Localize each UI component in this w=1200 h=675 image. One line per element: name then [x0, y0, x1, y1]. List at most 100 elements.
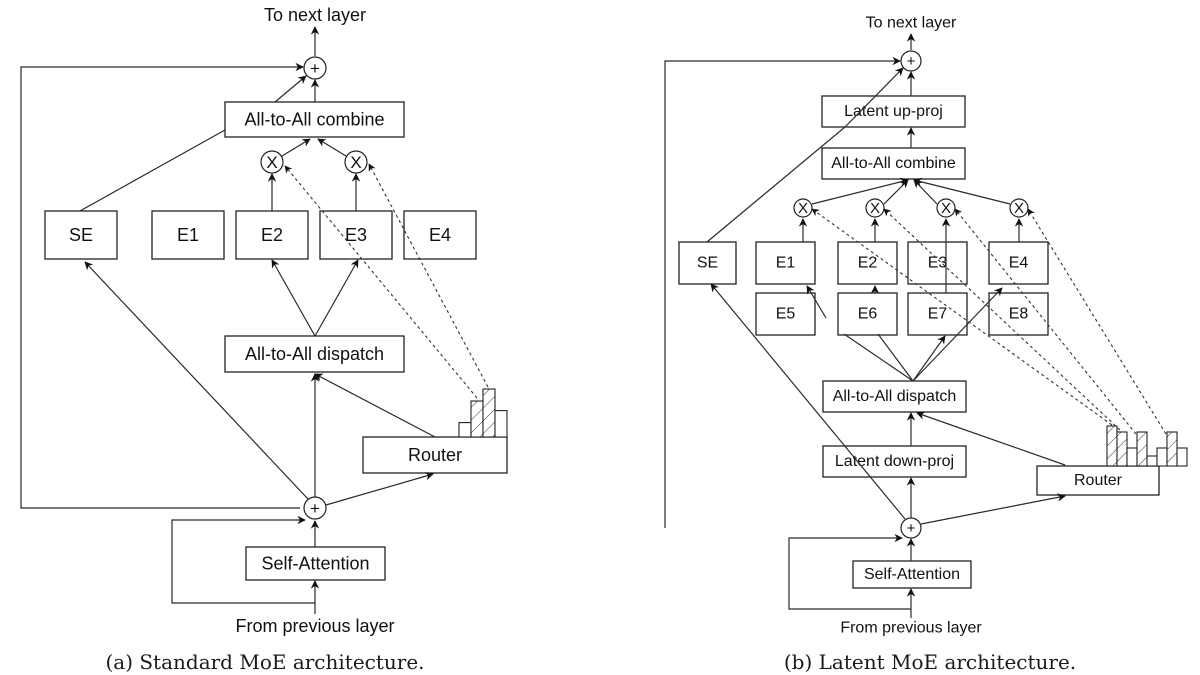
expert-box-e2[interactable]: E2	[235, 210, 309, 260]
router-histogram-bar	[1146, 455, 1158, 467]
expert-box-e3-frame	[319, 210, 393, 260]
attention-residual-arrow	[788, 533, 911, 610]
dispatch-to-e4-arrow	[912, 287, 1003, 382]
figure-caption-a: (a) Standard MoE architecture.	[105, 650, 424, 674]
expert-box-e3[interactable]: E3	[319, 210, 393, 260]
add-to-router-arrow	[920, 493, 1066, 525]
residual-add-top-circle	[303, 56, 327, 80]
gate-multiply-2-symbol: X	[870, 200, 880, 217]
expert-box-e1-frame	[151, 210, 225, 260]
expert-box-e8[interactable]: E8	[988, 292, 1049, 336]
shared-expert-box[interactable]: SE	[44, 210, 118, 260]
router-histogram	[458, 388, 508, 438]
expert-box-e4[interactable]: E4	[403, 210, 477, 260]
multiply-to-combine-arrow-3	[913, 179, 938, 205]
residual-add-bottom-symbol: +	[907, 520, 916, 537]
expert-box-e8-frame	[988, 292, 1049, 336]
dispatch-to-e2-arrow	[271, 259, 316, 337]
expert-box-e6[interactable]: E6	[837, 292, 898, 336]
router-box-label: Router	[1074, 472, 1123, 489]
self-attention-box[interactable]: Self-Attention	[852, 560, 972, 589]
expert-box-e7[interactable]: E7	[907, 292, 968, 336]
shared-expert-box-frame	[678, 241, 737, 285]
all-to-all-dispatch-box-label: All-to-All dispatch	[245, 344, 384, 364]
expert-box-e1-label: E1	[776, 255, 796, 272]
gate-signal-e3	[368, 163, 489, 388]
gate-multiply-2: X	[865, 198, 885, 218]
router-histogram-bar	[458, 422, 472, 438]
router-histogram-bar	[1116, 431, 1128, 467]
all-to-all-dispatch-box[interactable]: All-to-All dispatch	[822, 380, 967, 413]
self-attention-box-label: Self-Attention	[864, 566, 960, 583]
router-box[interactable]: Router	[362, 436, 508, 474]
shared-expert-to-add-line	[844, 67, 904, 128]
all-to-all-combine-box[interactable]: All-to-All combine	[821, 147, 966, 180]
router-histogram-bar	[1166, 431, 1178, 467]
gate-multiply-4-symbol: X	[1014, 200, 1024, 217]
expert-box-e1[interactable]: E1	[151, 210, 225, 260]
figure-caption-b: (b) Latent MoE architecture.	[784, 650, 1076, 674]
router-to-dispatch-arrow	[916, 411, 1066, 466]
latent-up-proj-box[interactable]: Latent up-proj	[821, 95, 966, 128]
gate-multiply-e2: X	[260, 150, 284, 174]
router-histogram-bar	[494, 410, 508, 438]
router-box-frame	[362, 436, 508, 474]
all-to-all-combine-box[interactable]: All-to-All combine	[224, 101, 405, 138]
shared-expert-to-combine-line	[79, 129, 226, 212]
residual-add-bottom: +	[303, 496, 327, 520]
router-histogram-bar	[1176, 447, 1188, 467]
self-attention-box[interactable]: Self-Attention	[245, 546, 386, 581]
expert-box-e5[interactable]: E5	[755, 292, 816, 336]
router-histogram-bar	[470, 400, 484, 438]
all-to-all-combine-box-label: All-to-All combine	[244, 110, 384, 130]
dispatch-to-e6b-line	[877, 333, 914, 382]
expert-box-e5-label: E5	[776, 306, 796, 323]
residual-add-bottom-symbol: +	[310, 499, 320, 518]
router-histogram-bar	[482, 388, 496, 438]
expert-box-e6-frame	[837, 292, 898, 336]
multiply-to-combine-arrow-4	[913, 177, 1011, 205]
gate-multiply-2-circle	[865, 198, 885, 218]
all-to-all-combine-box-frame	[821, 147, 966, 180]
shared-expert-box[interactable]: SE	[678, 241, 737, 285]
gate-multiply-e2-circle	[260, 150, 284, 174]
shared-expert-box-label: SE	[69, 225, 93, 245]
all-to-all-dispatch-box-label: All-to-All dispatch	[833, 388, 957, 405]
outer-residual-arrow	[20, 62, 304, 509]
residual-add-top-symbol: +	[310, 59, 320, 78]
gate-multiply-1-circle	[793, 198, 813, 218]
expert-box-e3-label: E3	[928, 255, 948, 272]
expert-box-e2-label: E2	[858, 255, 878, 272]
expert-box-e7-label: E7	[928, 306, 948, 323]
router-histogram	[1106, 425, 1188, 467]
latent-down-proj-box[interactable]: Latent down-proj	[822, 445, 967, 478]
router-box[interactable]: Router	[1036, 465, 1160, 496]
multiply-to-combine-arrow-1	[811, 177, 909, 205]
expert-box-e1-label: E1	[177, 225, 199, 245]
dispatch-to-e6-line	[843, 333, 914, 382]
gate-multiply-e3-symbol: X	[350, 153, 361, 172]
expert-box-e1[interactable]: E1	[755, 241, 816, 285]
gate-signal-3	[954, 208, 1137, 435]
to-next-layer-label: To next layer	[866, 15, 957, 32]
gate-multiply-e3: X	[344, 150, 368, 174]
residual-add-bottom: +	[900, 517, 922, 539]
multiply-e2-to-combine-arrow	[281, 138, 311, 157]
gate-multiply-3-symbol: X	[941, 200, 951, 217]
gate-multiply-1-symbol: X	[798, 200, 808, 217]
latent-up-proj-box-frame	[821, 95, 966, 128]
add-to-router-arrow	[325, 472, 434, 506]
expert-box-e8-label: E8	[1009, 306, 1029, 323]
multiply-to-combine-arrow-2	[883, 179, 909, 205]
all-to-all-dispatch-box[interactable]: All-to-All dispatch	[224, 335, 405, 373]
expert-box-e4[interactable]: E4	[988, 241, 1049, 285]
residual-add-top-circle	[900, 50, 922, 72]
residual-add-top-symbol: +	[907, 53, 916, 70]
latent-up-proj-box-label: Latent up-proj	[844, 103, 943, 120]
residual-add-top: +	[303, 56, 327, 80]
gate-signal-1	[811, 208, 1113, 426]
shared-expert-box-frame	[44, 210, 118, 260]
gate-multiply-1: X	[793, 198, 813, 218]
